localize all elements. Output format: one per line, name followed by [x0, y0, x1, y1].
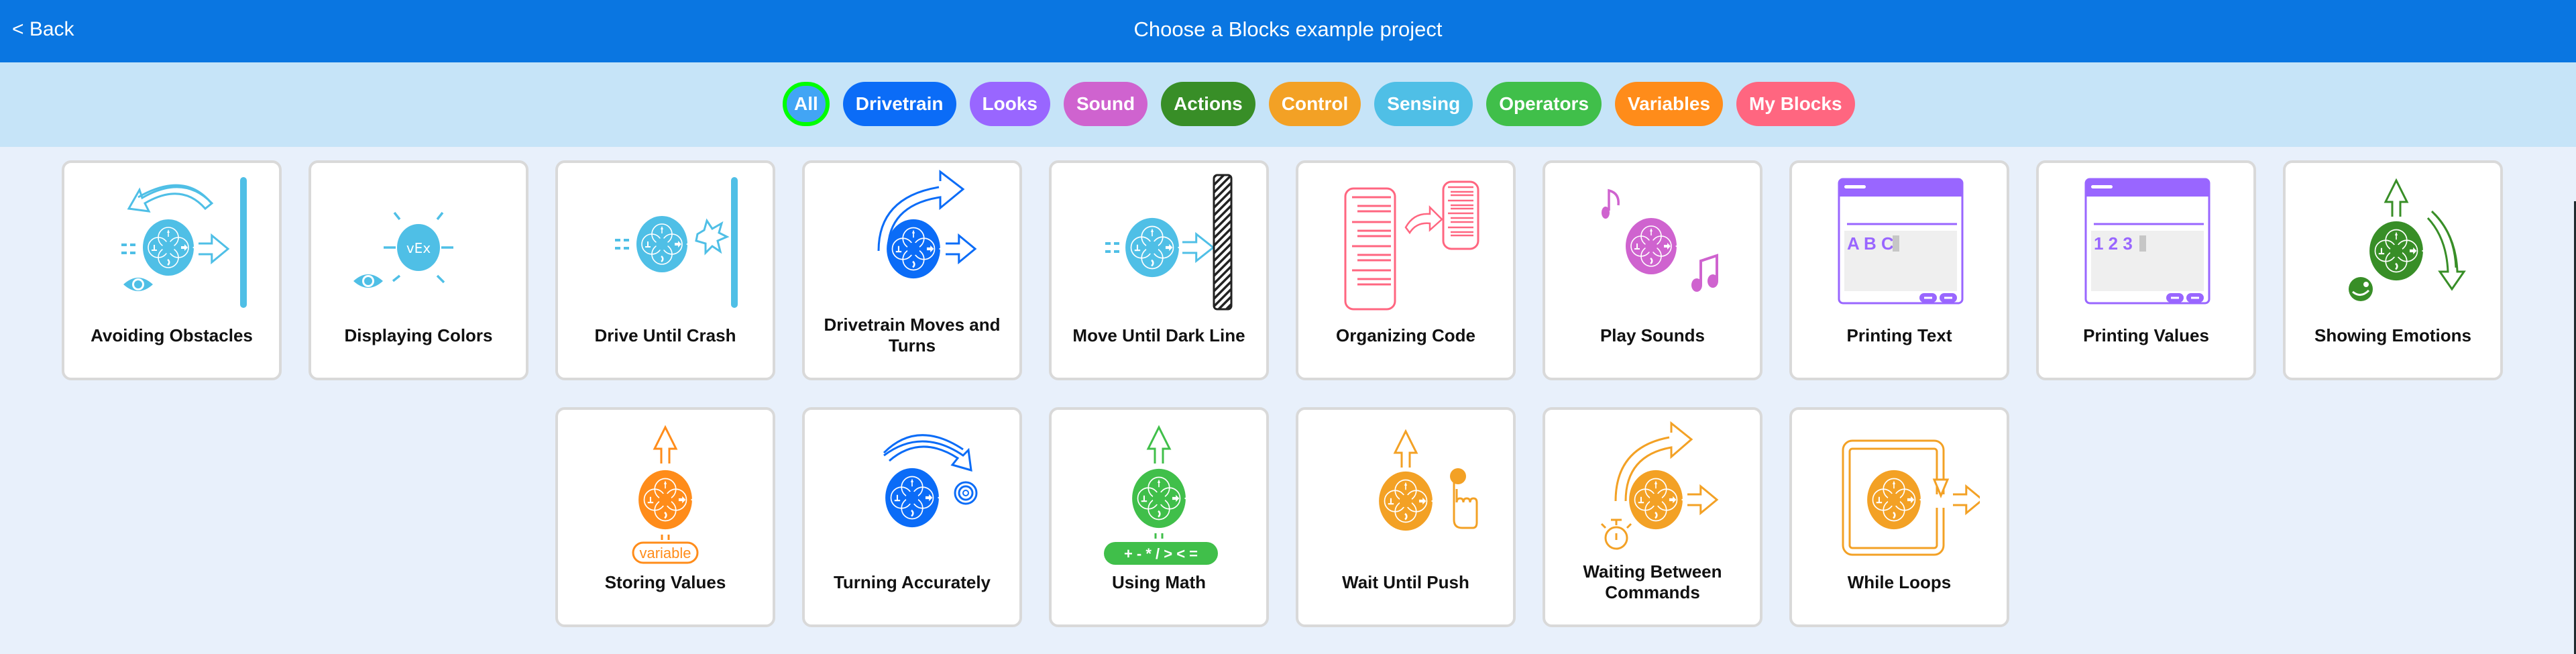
- project-title: Move Until Dark Line: [1072, 325, 1245, 345]
- svg-text:vEx: vEx: [406, 240, 431, 256]
- project-card[interactable]: Wait Until Push: [1296, 407, 1516, 627]
- showing-emotions-icon: [2312, 167, 2473, 301]
- project-title: Printing Values: [2083, 325, 2209, 345]
- while-loops-icon: [1819, 414, 1984, 556]
- project-card[interactable]: Showing Emotions: [2283, 160, 2503, 380]
- organizing-code-icon: [1325, 167, 1486, 311]
- svg-text:A B C: A B C: [1847, 233, 1894, 254]
- project-card[interactable]: Drive Until Crash: [555, 160, 775, 380]
- svg-text:+ - * / > < =: + - * / > < =: [1124, 545, 1198, 562]
- page-title: Choose a Blocks example project: [1133, 17, 1443, 41]
- project-card[interactable]: While Loops: [1789, 407, 2009, 627]
- waiting-between-commands-icon: [1572, 414, 1733, 550]
- drive-until-crash-icon: [585, 167, 746, 308]
- project-title: Turning Accurately: [833, 571, 991, 592]
- filter-control[interactable]: Control: [1268, 82, 1361, 126]
- project-card[interactable]: Move Until Dark Line: [1049, 160, 1269, 380]
- project-title: Printing Text: [1846, 325, 1952, 345]
- project-card[interactable]: Drivetrain Moves and Turns: [802, 160, 1022, 380]
- back-button[interactable]: < Back: [12, 18, 74, 40]
- filter-drivetrain[interactable]: Drivetrain: [842, 82, 956, 126]
- filter-sound[interactable]: Sound: [1063, 82, 1148, 126]
- drivetrain-moves-icon: [832, 167, 993, 301]
- filter-variables[interactable]: Variables: [1615, 82, 1724, 126]
- play-sounds-icon: [1572, 167, 1733, 301]
- filter-looks[interactable]: Looks: [969, 82, 1050, 126]
- project-title: Showing Emotions: [2314, 325, 2471, 345]
- category-filter-bar: All Drivetrain Looks Sound Actions Contr…: [0, 62, 2576, 147]
- project-card[interactable]: vEx Displaying Colors: [309, 160, 528, 380]
- project-title: While Loops: [1847, 571, 1952, 592]
- project-card[interactable]: Play Sounds: [1543, 160, 1762, 380]
- project-title: Wait Until Push: [1342, 571, 1469, 592]
- displaying-colors-icon: vEx: [338, 167, 499, 301]
- turning-accurately-icon: [832, 414, 993, 548]
- filter-my-blocks[interactable]: My Blocks: [1736, 82, 1855, 126]
- project-title: Using Math: [1111, 571, 1207, 592]
- project-card[interactable]: + - * / > < = Using Math: [1049, 407, 1269, 627]
- svg-text:variable: variable: [639, 545, 691, 561]
- project-card[interactable]: Waiting Between Commands: [1543, 407, 1762, 627]
- filter-operators[interactable]: Operators: [1486, 82, 1602, 126]
- header-bar: < Back Choose a Blocks example project: [0, 0, 2576, 62]
- project-card[interactable]: Avoiding Obstacles: [62, 160, 282, 380]
- project-title: Waiting Between Commands: [1583, 561, 1722, 602]
- filter-actions[interactable]: Actions: [1161, 82, 1255, 126]
- project-title: Storing Values: [604, 571, 726, 592]
- using-math-icon: + - * / > < =: [1078, 414, 1239, 565]
- storing-values-icon: variable: [585, 414, 746, 564]
- window-edge: [2574, 201, 2576, 654]
- svg-text:1 2 3: 1 2 3: [2094, 233, 2133, 254]
- wait-until-push-icon: [1325, 414, 1486, 548]
- project-title: Displaying Colors: [344, 325, 493, 345]
- project-title: Avoiding Obstacles: [91, 325, 253, 345]
- filter-sensing[interactable]: Sensing: [1374, 82, 1473, 126]
- project-title: Drive Until Crash: [594, 325, 736, 345]
- project-card[interactable]: Organizing Code: [1296, 160, 1516, 380]
- avoiding-obstacles-icon: [91, 167, 252, 308]
- printing-values-icon: 1 2 3: [2066, 167, 2227, 305]
- move-until-dark-line-icon: [1078, 167, 1239, 311]
- project-title: Drivetrain Moves and Turns: [824, 315, 1001, 356]
- project-title: Organizing Code: [1336, 325, 1475, 345]
- category-filter-list: All Drivetrain Looks Sound Actions Contr…: [783, 82, 1855, 126]
- project-title: Play Sounds: [1600, 325, 1705, 345]
- project-card[interactable]: Turning Accurately: [802, 407, 1022, 627]
- filter-all[interactable]: All: [783, 82, 830, 126]
- project-card[interactable]: A B C Printing Text: [1789, 160, 2009, 380]
- project-card[interactable]: 1 2 3 Printing Values: [2036, 160, 2256, 380]
- printing-text-icon: A B C: [1819, 167, 1980, 305]
